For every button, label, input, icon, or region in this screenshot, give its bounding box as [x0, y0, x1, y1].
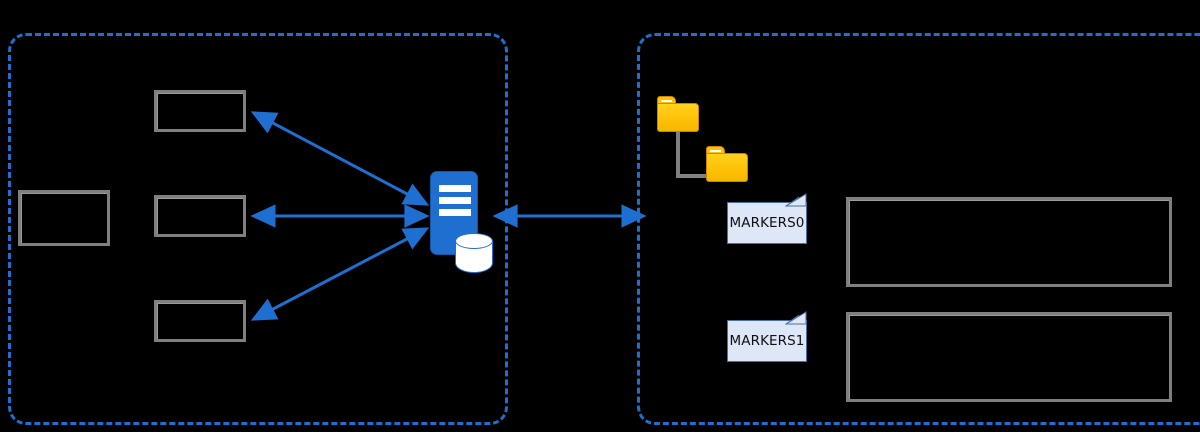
note-markers-0[interactable]: MARKERS0: [727, 193, 807, 244]
server-database-icon[interactable]: [430, 171, 493, 281]
box-service-b[interactable]: [154, 195, 246, 237]
server-bar-icon: [439, 209, 471, 216]
folder-icon-root[interactable]: [657, 96, 699, 132]
folder-tab-icon: [657, 96, 676, 105]
group-panel-left[interactable]: [8, 33, 508, 425]
note-markers-1[interactable]: MARKERS1: [727, 311, 807, 362]
server-bar-icon: [439, 185, 471, 192]
box-service-c[interactable]: [154, 300, 246, 342]
note-markers-1-label: MARKERS1: [729, 333, 805, 349]
database-top-icon: [455, 233, 493, 249]
folder-tab-icon: [706, 146, 725, 155]
note-markers-0-label: MARKERS0: [729, 215, 805, 231]
box-store-0[interactable]: [846, 197, 1172, 287]
folder-body-icon: [706, 153, 748, 182]
folder-icon-child[interactable]: [706, 146, 748, 182]
box-service-a[interactable]: [154, 90, 246, 132]
group-panel-right[interactable]: [637, 33, 1200, 425]
box-store-1[interactable]: [846, 312, 1172, 402]
folder-body-icon: [657, 103, 699, 132]
database-cylinder-icon: [455, 233, 493, 278]
box-client[interactable]: [18, 190, 110, 246]
server-bar-icon: [439, 197, 471, 204]
